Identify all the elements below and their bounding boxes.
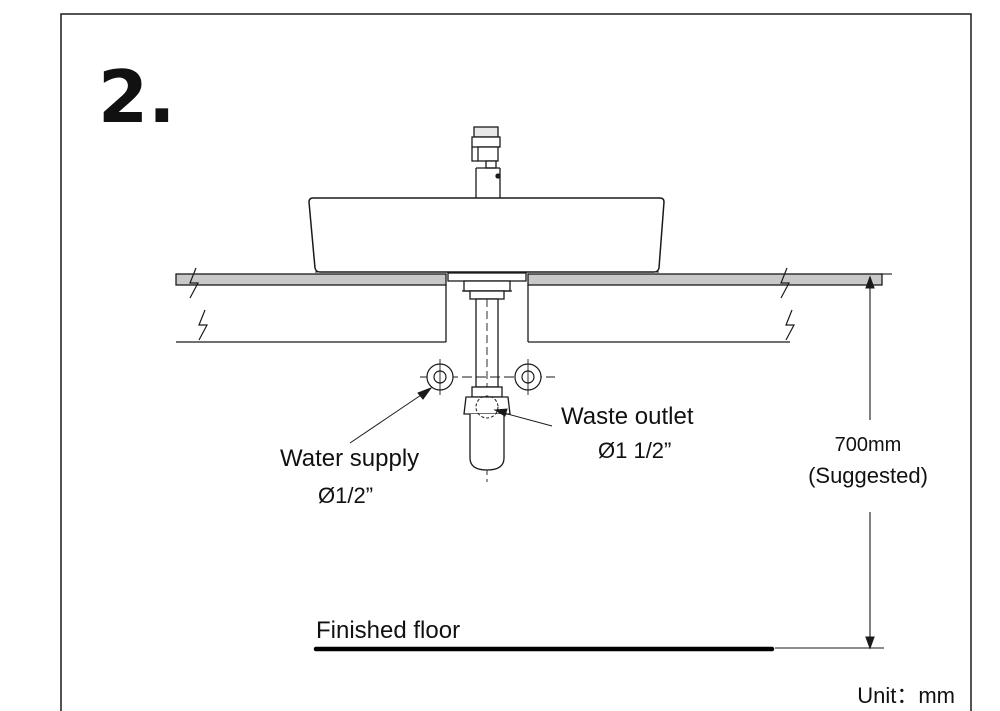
- waste-pipe: [447, 272, 527, 482]
- waste-outlet-size-label: Ø1 1/2”: [598, 438, 671, 463]
- break-lines: [189, 267, 795, 341]
- step-number: 2.: [98, 55, 175, 139]
- water-supply-size-label: Ø1/2”: [318, 483, 373, 508]
- unit-label: Unit：mm: [857, 683, 955, 708]
- water-supply-leader: [349, 386, 433, 444]
- height-dimension: [775, 273, 892, 650]
- height-note-label: (Suggested): [808, 463, 928, 488]
- finished-floor-label: Finished floor: [316, 617, 460, 644]
- diagram-frame: [60, 13, 972, 711]
- cabinet: [176, 285, 790, 343]
- countertop: [175, 271, 883, 286]
- water-supply-label: Water supply: [280, 445, 419, 472]
- faucet: [471, 126, 501, 199]
- basin: [308, 197, 665, 273]
- height-value-label: 700mm: [835, 434, 902, 456]
- waste-outlet-leader: [493, 408, 553, 427]
- waste-outlet-label: Waste outlet: [561, 403, 694, 430]
- water-supply-points: [420, 359, 555, 395]
